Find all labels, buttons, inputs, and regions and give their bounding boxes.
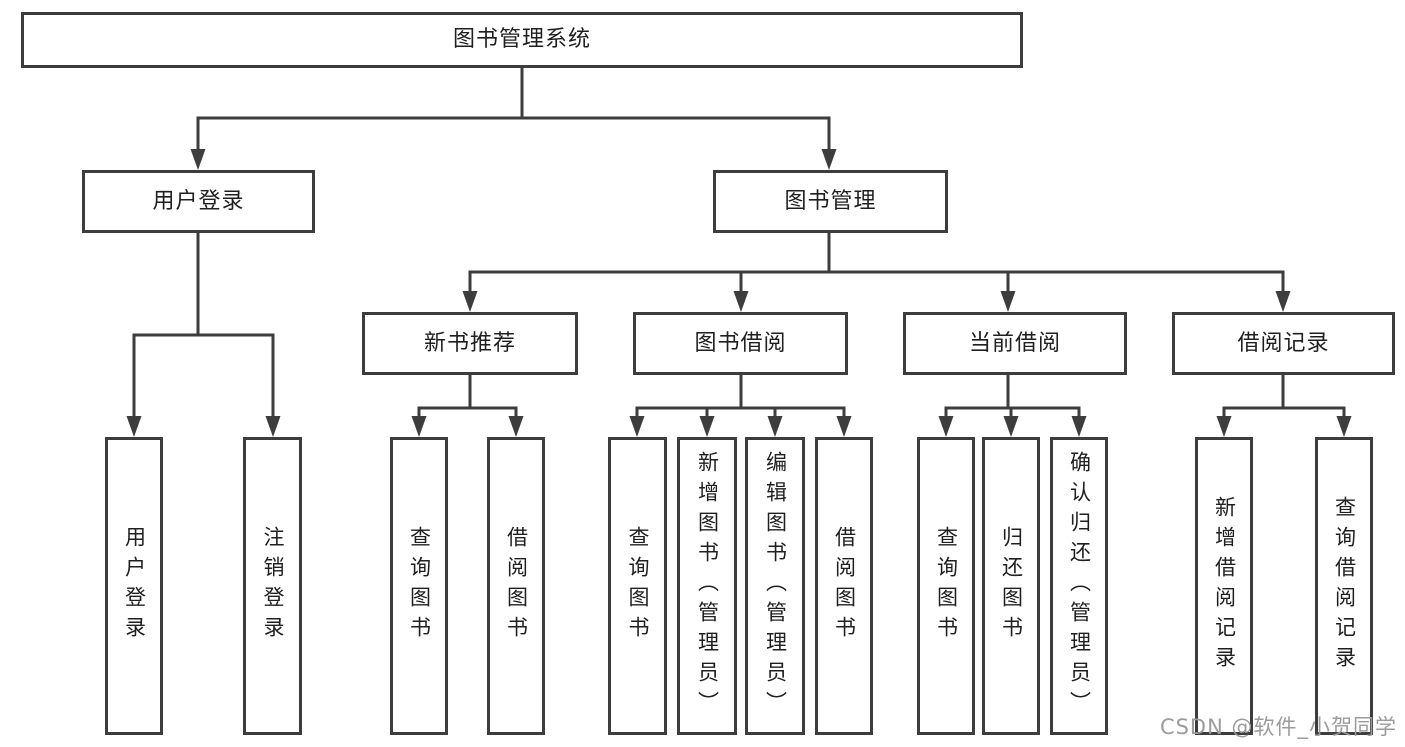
- leaf-query-borrow-record: 查询借阅记录: [1315, 437, 1373, 735]
- node-library-system: 图书管理系统: [21, 12, 1023, 68]
- leaf-query-books-current: 查询图书: [917, 437, 975, 735]
- csdn-watermark: CSDN @软件_小贺同学: [1159, 715, 1397, 739]
- node-label: 图书管理: [784, 188, 877, 214]
- leaf-user-login: 用户登录: [105, 437, 163, 735]
- node-label: 用户登录: [152, 188, 245, 214]
- leaf-query-books-borrowing: 查询图书: [608, 437, 667, 735]
- leaf-label: 新增图书（管理员）: [695, 451, 720, 721]
- leaf-label: 新增借阅记录: [1212, 496, 1237, 676]
- node-label: 图书借阅: [694, 330, 787, 356]
- leaf-query-books-recommend: 查询图书: [390, 437, 448, 735]
- leaf-add-borrow-record: 新增借阅记录: [1195, 437, 1253, 735]
- node-user-login: 用户登录: [82, 170, 315, 233]
- leaf-label: 查询图书: [407, 526, 432, 646]
- leaf-label: 编辑图书（管理员）: [763, 451, 788, 721]
- node-book-borrowing: 图书借阅: [633, 312, 848, 375]
- leaf-label: 注销登录: [261, 526, 285, 646]
- leaf-add-book-admin: 新增图书（管理员）: [677, 437, 737, 735]
- node-label: 图书管理系统: [452, 27, 591, 52]
- leaf-label: 查询图书: [934, 526, 959, 646]
- leaf-label: 用户登录: [122, 526, 147, 646]
- leaf-label: 查询图书: [626, 526, 650, 646]
- leaf-label: 归还图书: [999, 526, 1024, 646]
- node-label: 借阅记录: [1237, 330, 1330, 356]
- node-label: 当前借阅: [968, 330, 1061, 356]
- leaf-borrow-books-recommend: 借阅图书: [487, 437, 545, 735]
- node-borrowing-records: 借阅记录: [1172, 312, 1395, 375]
- leaf-edit-book-admin: 编辑图书（管理员）: [745, 437, 805, 735]
- leaf-label: 借阅图书: [504, 526, 529, 646]
- node-current-borrowing: 当前借阅: [903, 312, 1127, 375]
- leaf-return-books: 归还图书: [982, 437, 1040, 735]
- node-new-book-recommendation: 新书推荐: [362, 312, 578, 375]
- leaf-confirm-return-admin: 确认归还（管理员）: [1050, 437, 1108, 735]
- leaf-logout: 注销登录: [243, 437, 302, 735]
- node-book-management: 图书管理: [713, 170, 948, 233]
- leaf-label: 借阅图书: [832, 526, 857, 646]
- leaf-label: 查询借阅记录: [1332, 496, 1357, 676]
- node-label: 新书推荐: [423, 330, 516, 356]
- leaf-borrow-books: 借阅图书: [815, 437, 873, 735]
- leaf-label: 确认归还（管理员）: [1067, 451, 1092, 721]
